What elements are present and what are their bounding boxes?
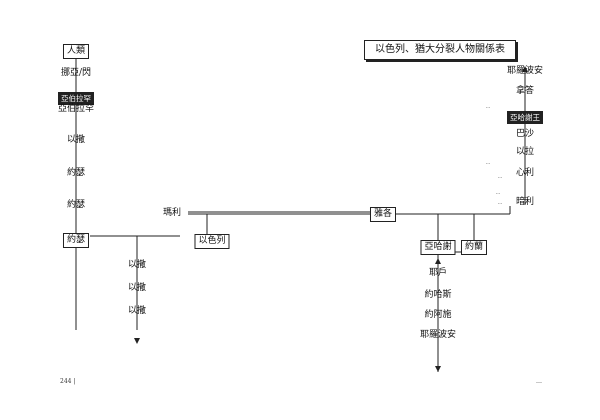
node-terah: 亞伯拉罕 (57, 104, 95, 114)
footer-left: 244 | (60, 378, 76, 385)
note-l1: … (134, 335, 140, 341)
diagram-title: 以色列、猶大分裂人物關係表 (364, 40, 516, 60)
node-r4: 以拉 (515, 147, 535, 157)
node-l3: 以撒 (127, 306, 147, 316)
node-joseph: 約瑟 (66, 200, 86, 210)
node-right-mid: 雅各 (369, 207, 397, 222)
footer-right: … (536, 378, 542, 385)
node-r3: 巴沙 (515, 129, 535, 139)
note-r2: … (485, 160, 491, 166)
node-isaac: 以撒 (66, 135, 86, 145)
node-r7: 暗利 (515, 197, 535, 207)
node-tribe: 挪亞/閃 (60, 68, 92, 78)
node-mid: 以色列 (194, 234, 230, 249)
node-l1: 以撒 (127, 260, 147, 270)
node-judah: 約瑟 (62, 233, 90, 248)
node-dark-left: 亞伯拉罕 (58, 92, 94, 105)
node-r6: 心利 (515, 168, 535, 178)
note-r1: … (485, 104, 491, 110)
note-r3: … (497, 174, 503, 180)
node-b3: 耶戶 (428, 268, 448, 278)
node-jacob: 約瑟 (66, 168, 86, 178)
node-center: 瑪利 (162, 208, 182, 218)
node-adam: 人類 (62, 44, 90, 59)
node-b6: 耶羅波安 (419, 330, 457, 340)
node-b1: 亞哈謝 (420, 240, 456, 255)
node-l2: 以撒 (127, 283, 147, 293)
note-r5: … (497, 200, 503, 206)
node-b5: 約阿施 (424, 310, 452, 320)
node-b4: 約哈斯 (424, 290, 452, 300)
node-r1: 耶羅波安 (506, 66, 544, 76)
note-r4: … (495, 190, 501, 196)
node-dark-right: 亞哈謝王 (507, 111, 543, 124)
node-r2: 拿答 (515, 86, 535, 96)
node-b2: 約蘭 (460, 240, 488, 255)
